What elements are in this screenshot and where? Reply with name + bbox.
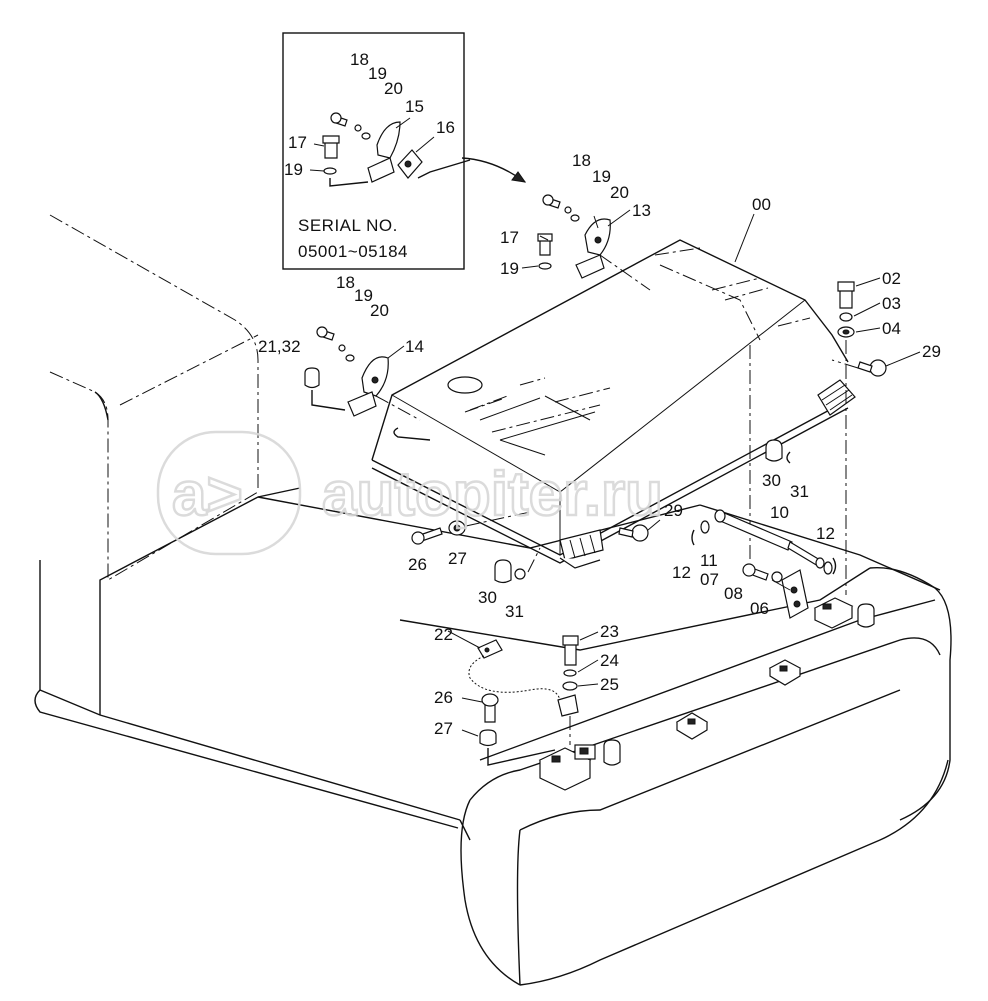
part-label: 18: [336, 273, 355, 292]
part-label: 30: [478, 588, 497, 607]
part-label: 27: [434, 719, 453, 738]
part-label: 13: [632, 201, 651, 220]
part-label: 30: [762, 471, 781, 490]
part-label: 21,32: [258, 337, 301, 356]
part-label: 14: [405, 337, 424, 356]
part-label: 31: [790, 482, 809, 501]
part-label: 20: [370, 301, 389, 320]
inset-part-label: 20: [384, 79, 403, 98]
part-label: 12: [816, 524, 835, 543]
inset-part-label: 16: [436, 118, 455, 137]
part-label: 12: [672, 563, 691, 582]
part-label: 26: [408, 555, 427, 574]
part-label: 20: [610, 183, 629, 202]
part-label: 25: [600, 675, 619, 694]
latch-13: [537, 194, 651, 291]
part-label: 03: [882, 294, 901, 313]
part-label: 23: [600, 622, 619, 641]
gas-strut: [691, 509, 837, 619]
part-label: 04: [882, 319, 901, 338]
inset-part-label: 19: [368, 64, 387, 83]
inset-arrow: [461, 157, 527, 183]
part-label: 19: [592, 167, 611, 186]
part-label: 29: [664, 501, 683, 520]
part-label: 11: [700, 551, 718, 570]
leader-lines: [309, 117, 921, 737]
hinge-bolt-stack: [765, 281, 887, 595]
latch-14: [304, 326, 421, 421]
chain-assembly: [468, 635, 579, 766]
part-label: 22: [434, 625, 453, 644]
inset-part-label: 18: [350, 50, 369, 69]
part-label: 31: [505, 602, 524, 621]
part-label: 19: [500, 259, 519, 278]
serial-label: SERIAL NO.: [298, 216, 398, 235]
part-label: 19: [354, 286, 373, 305]
part-label: 02: [882, 269, 901, 288]
watermark: a> autopiter.ru: [156, 430, 664, 556]
serial-inset-box: [282, 32, 471, 270]
engine-hood-cover: [371, 239, 856, 569]
part-label: 07: [700, 570, 719, 589]
part-label: 24: [600, 651, 619, 670]
part-label: 08: [724, 584, 743, 603]
part-label: 18: [572, 151, 591, 170]
part-label: 06: [750, 599, 769, 618]
part-label: 00: [752, 195, 771, 214]
deck-fittings: [538, 597, 875, 791]
inset-part-label: 15: [405, 97, 424, 116]
watermark-logo: a>: [172, 460, 243, 529]
part-label: 27: [448, 549, 467, 568]
inset-part-label: 17: [288, 133, 307, 152]
machine-housing: [34, 214, 952, 986]
serial-range: 05001~05184: [298, 242, 408, 261]
part-label: 10: [770, 503, 789, 522]
vent-holes: [464, 247, 811, 433]
hood-bolt-stack-lower: [411, 511, 649, 584]
watermark-text: autopiter.ru: [322, 460, 663, 529]
inset-part-label: 19: [284, 160, 303, 179]
part-label: 17: [500, 228, 519, 247]
part-label: 26: [434, 688, 453, 707]
part-label: 29: [922, 342, 941, 361]
